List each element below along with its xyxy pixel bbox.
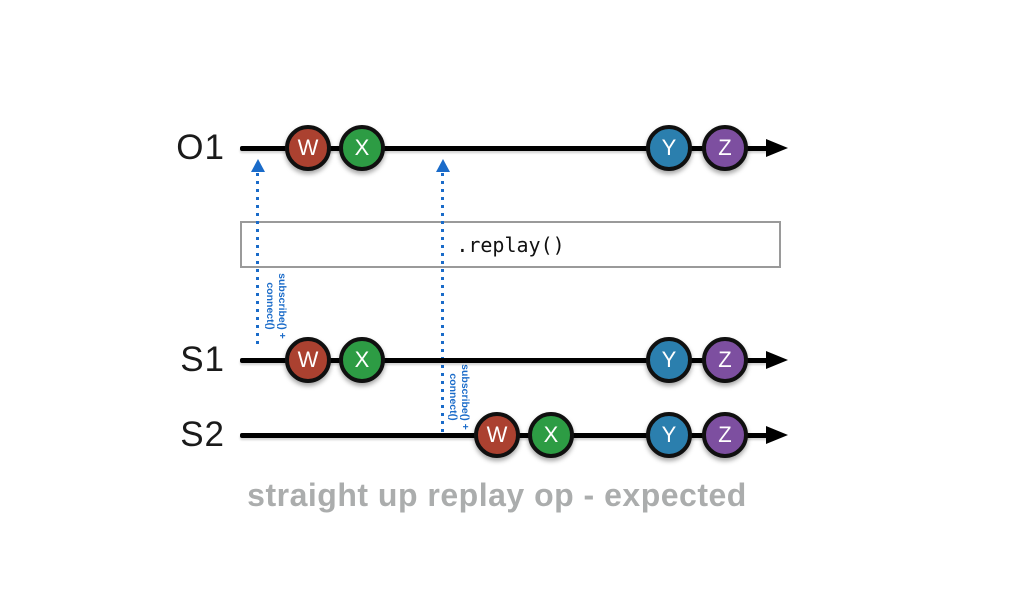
subscribe-dotted-line	[441, 173, 444, 433]
timeline-label-s1: S1	[180, 340, 225, 379]
subscribe-arrowhead-icon	[251, 159, 265, 172]
event-marble-z: Z	[702, 412, 748, 458]
event-marble-w: W	[474, 412, 520, 458]
timeline-arrowhead-icon	[766, 351, 788, 369]
subscribe-label-line1: subscribe() +	[459, 364, 471, 430]
operator-label: .replay()	[456, 232, 565, 257]
event-marble-x: X	[339, 125, 385, 171]
event-marble-x: X	[528, 412, 574, 458]
timeline-arrowhead-icon	[766, 139, 788, 157]
subscribe-connect-label-2: subscribe() + connect()	[447, 355, 471, 439]
operator-box: .replay()	[240, 221, 781, 268]
subscribe-arrowhead-icon	[436, 159, 450, 172]
subscribe-connect-label-1: subscribe() + connect()	[264, 264, 288, 348]
subscribe-label-line2: connect()	[447, 373, 459, 421]
timeline-line	[240, 358, 768, 363]
event-marble-x: X	[339, 337, 385, 383]
subscribe-label-line2: connect()	[264, 282, 276, 330]
event-marble-z: Z	[702, 337, 748, 383]
subscribe-label-line1: subscribe() +	[276, 273, 288, 339]
timeline-label-o1: O1	[176, 128, 225, 167]
event-marble-y: Y	[646, 125, 692, 171]
event-marble-y: Y	[646, 412, 692, 458]
timeline-label-s2: S2	[180, 415, 225, 454]
subscribe-dotted-line	[256, 173, 259, 348]
event-marble-y: Y	[646, 337, 692, 383]
diagram-caption: straight up replay op - expected	[247, 477, 747, 513]
event-marble-w: W	[285, 125, 331, 171]
event-marble-z: Z	[702, 125, 748, 171]
timeline-arrowhead-icon	[766, 426, 788, 444]
timeline-line	[240, 146, 768, 151]
event-marble-w: W	[285, 337, 331, 383]
